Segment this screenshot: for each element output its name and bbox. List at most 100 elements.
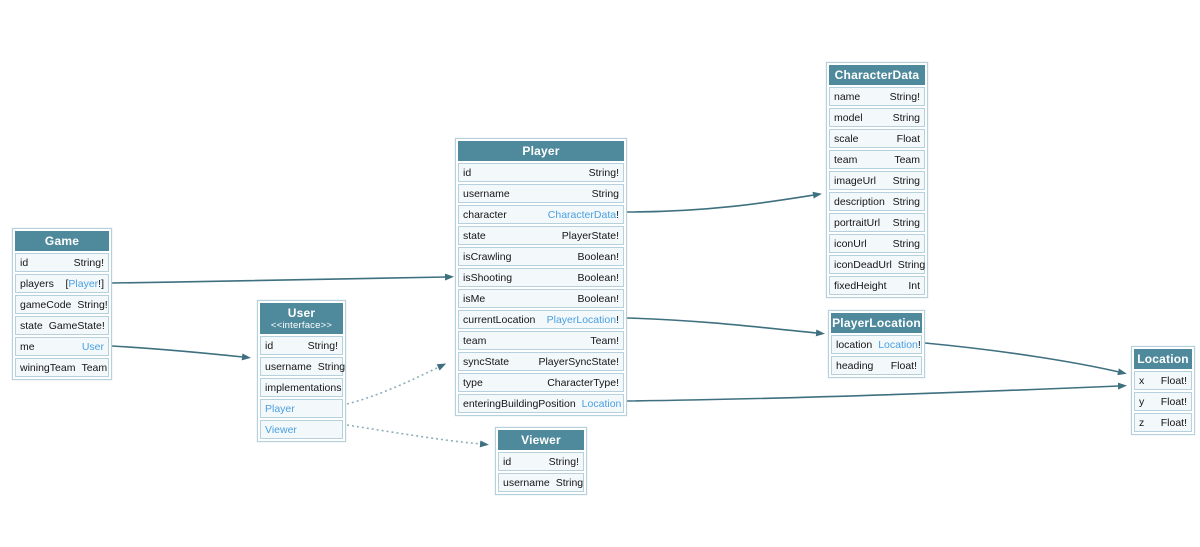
field-type: String!	[74, 257, 104, 269]
type-link[interactable]: Location	[878, 338, 918, 351]
field-row-user-implementations[interactable]: implementations	[260, 378, 343, 397]
field-row-player-enteringBuildingPosition[interactable]: enteringBuildingPosition Location	[458, 394, 624, 413]
type-link[interactable]: PlayerLocation	[546, 313, 617, 326]
field-row-game-players[interactable]: players[Player!]	[15, 274, 109, 293]
field-type: String!	[890, 91, 920, 103]
type-text: Float!	[1160, 395, 1187, 408]
edge-game-me-to-user	[111, 345, 251, 361]
field-row-user-Player[interactable]: Player	[260, 399, 343, 418]
type-title-player[interactable]: Player	[458, 141, 624, 161]
field-type: String	[318, 361, 345, 373]
type-text: String!	[307, 339, 338, 352]
type-text: Boolean!	[577, 250, 619, 263]
edge-player-currentlocation-to-playerlocation	[626, 317, 825, 337]
field-type: String	[893, 196, 920, 208]
field-name: enteringBuildingPosition	[463, 397, 576, 410]
type-title-user[interactable]: User<<interface>>	[260, 303, 343, 334]
field-name: portraitUrl	[834, 216, 881, 229]
type-title-characterdata[interactable]: CharacterData	[829, 65, 925, 85]
type-title-game[interactable]: Game	[15, 231, 109, 251]
type-title-viewer[interactable]: Viewer	[498, 430, 584, 450]
field-row-characterdata-name[interactable]: name String!	[829, 87, 925, 106]
type-text: String	[555, 476, 584, 489]
field-type: Location!	[878, 339, 921, 351]
field-row-user-Viewer[interactable]: Viewer	[260, 420, 343, 439]
field-type: String	[592, 188, 619, 200]
type-link[interactable]: Player	[68, 277, 99, 290]
type-text: Team	[894, 153, 920, 166]
type-title-playerlocation[interactable]: PlayerLocation	[831, 313, 922, 333]
type-text: Float	[896, 132, 920, 145]
type-title-location[interactable]: Location	[1134, 349, 1192, 369]
type-text: PlayerState!	[561, 229, 619, 242]
type-text: !	[917, 338, 921, 351]
field-name: name	[834, 90, 861, 103]
edge-user-player-to-player	[346, 363, 447, 405]
type-text: Boolean!	[577, 271, 619, 284]
field-name: model	[834, 111, 863, 124]
type-link[interactable]: User	[81, 340, 104, 353]
field-row-location-y[interactable]: y Float!	[1134, 392, 1192, 411]
field-row-characterdata-fixedHeight[interactable]: fixedHeight Int	[829, 276, 925, 295]
field-name: y	[1139, 395, 1145, 408]
field-name: x	[1139, 374, 1145, 387]
field-row-viewer-username[interactable]: username String	[498, 473, 584, 492]
field-name: username	[503, 476, 550, 489]
type-text: String	[892, 174, 920, 187]
interface-stereotype-label: <<interface>>	[270, 320, 333, 331]
type-text: Team	[81, 361, 108, 374]
type-text: PlayerSyncState!	[538, 355, 619, 368]
field-name: fixedHeight	[834, 279, 887, 292]
field-type: String	[893, 238, 920, 250]
type-text: String!	[889, 90, 920, 103]
field-type: Int	[908, 280, 920, 292]
type-link[interactable]: CharacterData	[547, 208, 617, 221]
field-name: character	[463, 208, 507, 221]
field-name: gameCode	[20, 298, 72, 311]
type-text: String	[897, 258, 926, 271]
type-link[interactable]: Location	[581, 397, 622, 410]
field-name: isMe	[463, 292, 486, 305]
field-type: Float!	[1161, 396, 1187, 408]
field-type: Boolean!	[578, 272, 619, 284]
